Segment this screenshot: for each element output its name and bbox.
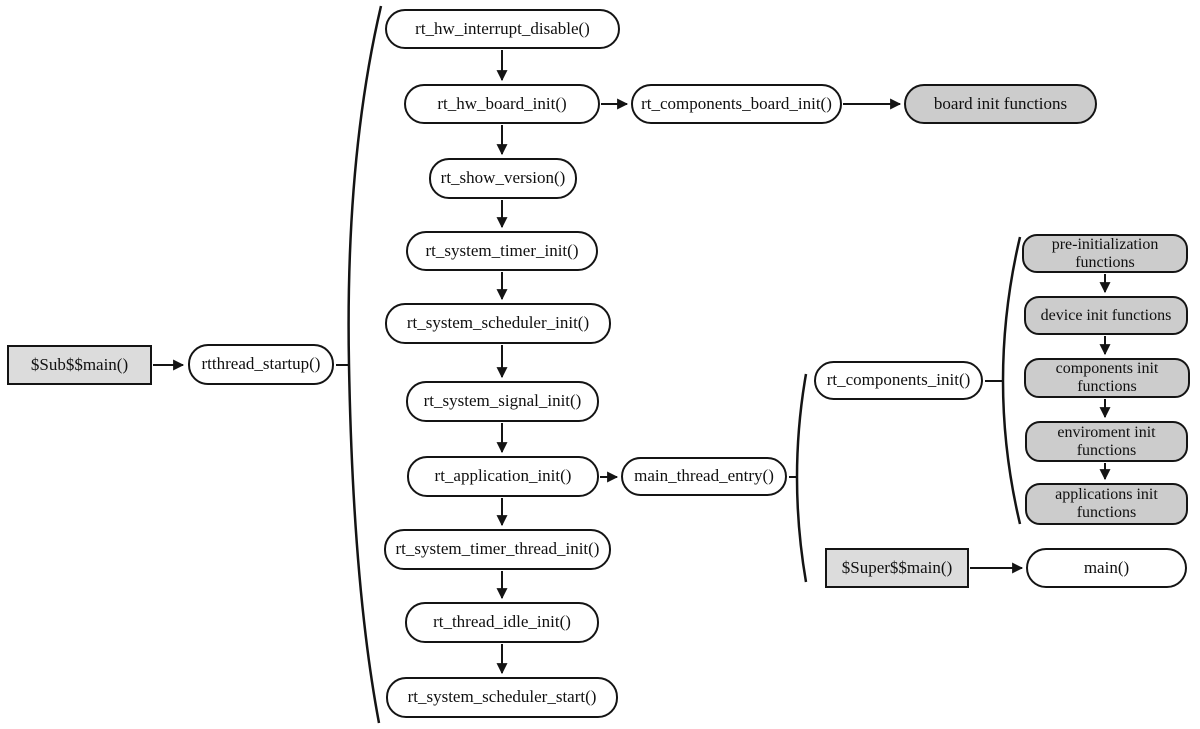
node-rtthread-startup: rtthread_startup() <box>188 344 334 385</box>
node-rt-components-board-init: rt_components_board_init() <box>631 84 842 124</box>
node-enviroment-init-functions: enviroment init functions <box>1025 421 1188 462</box>
node-rt-show-version: rt_show_version() <box>429 158 577 199</box>
node-device-init-functions: device init functions <box>1024 296 1188 335</box>
brace-startup-group <box>347 5 383 724</box>
node-applications-init-functions: applications init functions <box>1025 483 1188 525</box>
node-rt-hw-interrupt-disable: rt_hw_interrupt_disable() <box>385 9 620 49</box>
node-pre-initialization-functions: pre-initialization functions <box>1022 234 1188 273</box>
node-sub-main: $Sub$$main() <box>7 345 152 385</box>
node-rt-system-scheduler-init: rt_system_scheduler_init() <box>385 303 611 344</box>
node-super-main: $Super$$main() <box>825 548 969 588</box>
node-rt-hw-board-init: rt_hw_board_init() <box>404 84 600 124</box>
brace-main-thread-group <box>795 373 808 583</box>
node-components-init-functions: components init functions <box>1024 358 1190 398</box>
node-rt-thread-idle-init: rt_thread_idle_init() <box>405 602 599 643</box>
node-main-thread-entry: main_thread_entry() <box>621 457 787 496</box>
node-board-init-functions: board init functions <box>904 84 1097 124</box>
node-rt-components-init: rt_components_init() <box>814 361 983 400</box>
node-rt-application-init: rt_application_init() <box>407 456 599 497</box>
node-main: main() <box>1026 548 1187 588</box>
node-rt-system-scheduler-start: rt_system_scheduler_start() <box>386 677 618 718</box>
node-rt-system-timer-init: rt_system_timer_init() <box>406 231 598 271</box>
node-rt-system-signal-init: rt_system_signal_init() <box>406 381 599 422</box>
brace-components-group <box>1001 236 1022 525</box>
node-rt-system-timer-thread-init: rt_system_timer_thread_init() <box>384 529 611 570</box>
